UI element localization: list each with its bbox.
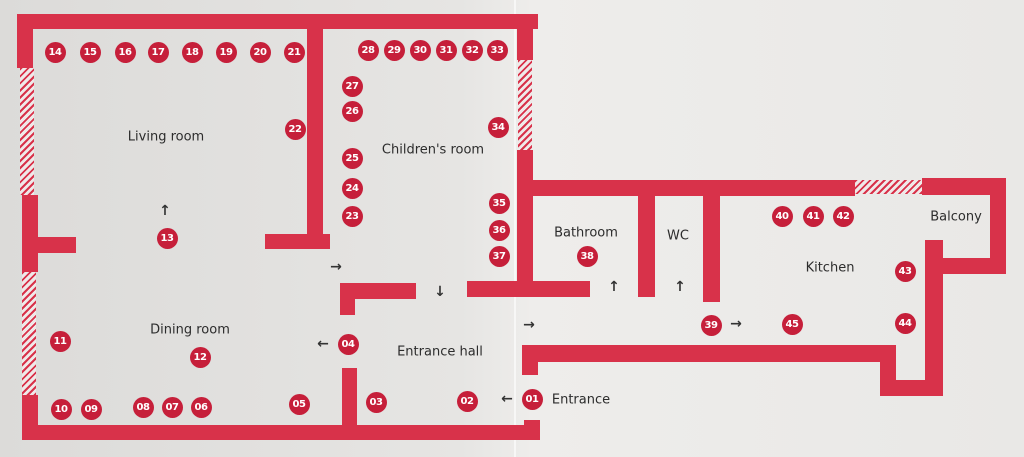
marker[interactable]: 24 bbox=[341, 177, 363, 199]
marker[interactable]: 19 bbox=[215, 41, 237, 63]
marker[interactable]: 22 bbox=[284, 118, 306, 140]
wall bbox=[922, 178, 1006, 195]
wall bbox=[340, 283, 416, 299]
marker[interactable]: 23 bbox=[341, 205, 363, 227]
arrow-left-icon: ← bbox=[501, 391, 513, 407]
wall bbox=[265, 234, 330, 249]
marker[interactable]: 03 bbox=[365, 391, 387, 413]
room-label-hall: Entrance hall bbox=[397, 344, 483, 360]
room-label-wc: WC bbox=[667, 228, 689, 244]
marker[interactable]: 27 bbox=[341, 75, 363, 97]
marker[interactable]: 11 bbox=[49, 330, 71, 352]
wall bbox=[522, 345, 538, 375]
paper-fold bbox=[514, 0, 516, 457]
marker[interactable]: 21 bbox=[283, 41, 305, 63]
marker[interactable]: 02 bbox=[456, 390, 478, 412]
marker[interactable]: 32 bbox=[461, 39, 483, 61]
arrow-up-icon: ↑ bbox=[159, 203, 171, 219]
window bbox=[22, 272, 36, 395]
arrow-up-icon: ↑ bbox=[608, 279, 620, 295]
room-label-entrance: Entrance bbox=[551, 392, 611, 408]
marker[interactable]: 38 bbox=[576, 245, 598, 267]
marker[interactable]: 28 bbox=[357, 39, 379, 61]
room-label-balcony: Balcony bbox=[930, 209, 982, 225]
marker[interactable]: 42 bbox=[832, 205, 854, 227]
marker[interactable]: 01 bbox=[521, 388, 543, 410]
wall bbox=[517, 150, 533, 296]
marker[interactable]: 07 bbox=[161, 396, 183, 418]
marker[interactable]: 04 bbox=[337, 333, 359, 355]
marker[interactable]: 05 bbox=[288, 393, 310, 415]
wall bbox=[17, 14, 33, 68]
marker[interactable]: 13 bbox=[156, 227, 178, 249]
wall bbox=[925, 258, 1006, 274]
wall bbox=[925, 240, 943, 396]
marker[interactable]: 45 bbox=[781, 313, 803, 335]
wall bbox=[17, 14, 538, 29]
marker[interactable]: 34 bbox=[487, 116, 509, 138]
wall bbox=[524, 420, 540, 440]
marker[interactable]: 17 bbox=[147, 41, 169, 63]
marker[interactable]: 35 bbox=[488, 192, 510, 214]
room-label-dining: Dining room bbox=[150, 322, 230, 338]
room-label-kitchen: Kitchen bbox=[805, 260, 855, 276]
marker[interactable]: 30 bbox=[409, 39, 431, 61]
window bbox=[518, 60, 532, 150]
marker[interactable]: 12 bbox=[189, 346, 211, 368]
marker[interactable]: 16 bbox=[114, 41, 136, 63]
marker[interactable]: 10 bbox=[50, 398, 72, 420]
arrow-left-icon: ← bbox=[317, 336, 329, 352]
marker[interactable]: 18 bbox=[181, 41, 203, 63]
wall bbox=[522, 345, 896, 362]
marker[interactable]: 31 bbox=[435, 39, 457, 61]
wall bbox=[340, 283, 355, 315]
marker[interactable]: 25 bbox=[341, 147, 363, 169]
marker[interactable]: 36 bbox=[488, 219, 510, 241]
window bbox=[20, 68, 34, 195]
wall bbox=[307, 14, 323, 248]
room-label-living: Living room bbox=[127, 129, 205, 145]
wall bbox=[517, 180, 855, 196]
wall bbox=[703, 180, 720, 302]
arrow-right-icon: → bbox=[523, 317, 535, 333]
marker[interactable]: 06 bbox=[190, 396, 212, 418]
marker[interactable]: 43 bbox=[894, 260, 916, 282]
arrow-down-icon: ↓ bbox=[434, 284, 446, 300]
marker[interactable]: 33 bbox=[486, 39, 508, 61]
marker[interactable]: 08 bbox=[132, 396, 154, 418]
marker[interactable]: 15 bbox=[79, 41, 101, 63]
wall bbox=[22, 425, 540, 440]
wall bbox=[990, 178, 1006, 274]
marker[interactable]: 40 bbox=[771, 205, 793, 227]
wall bbox=[638, 180, 655, 297]
marker[interactable]: 41 bbox=[802, 205, 824, 227]
arrow-right-icon: → bbox=[330, 259, 342, 275]
marker[interactable]: 26 bbox=[341, 100, 363, 122]
wall bbox=[467, 281, 590, 297]
wall bbox=[22, 195, 38, 272]
marker[interactable]: 44 bbox=[894, 312, 916, 334]
wall bbox=[517, 14, 533, 60]
room-label-bathroom: Bathroom bbox=[554, 225, 618, 241]
marker[interactable]: 14 bbox=[44, 41, 66, 63]
wall bbox=[342, 368, 357, 440]
arrow-up-icon: ↑ bbox=[674, 279, 686, 295]
wall bbox=[22, 237, 76, 253]
marker[interactable]: 37 bbox=[488, 245, 510, 267]
room-label-children: Children's room bbox=[381, 142, 485, 158]
marker[interactable]: 20 bbox=[249, 41, 271, 63]
window bbox=[855, 180, 922, 194]
marker[interactable]: 09 bbox=[80, 398, 102, 420]
marker[interactable]: 29 bbox=[383, 39, 405, 61]
arrow-right-icon: → bbox=[730, 316, 742, 332]
marker[interactable]: 39 bbox=[700, 314, 722, 336]
